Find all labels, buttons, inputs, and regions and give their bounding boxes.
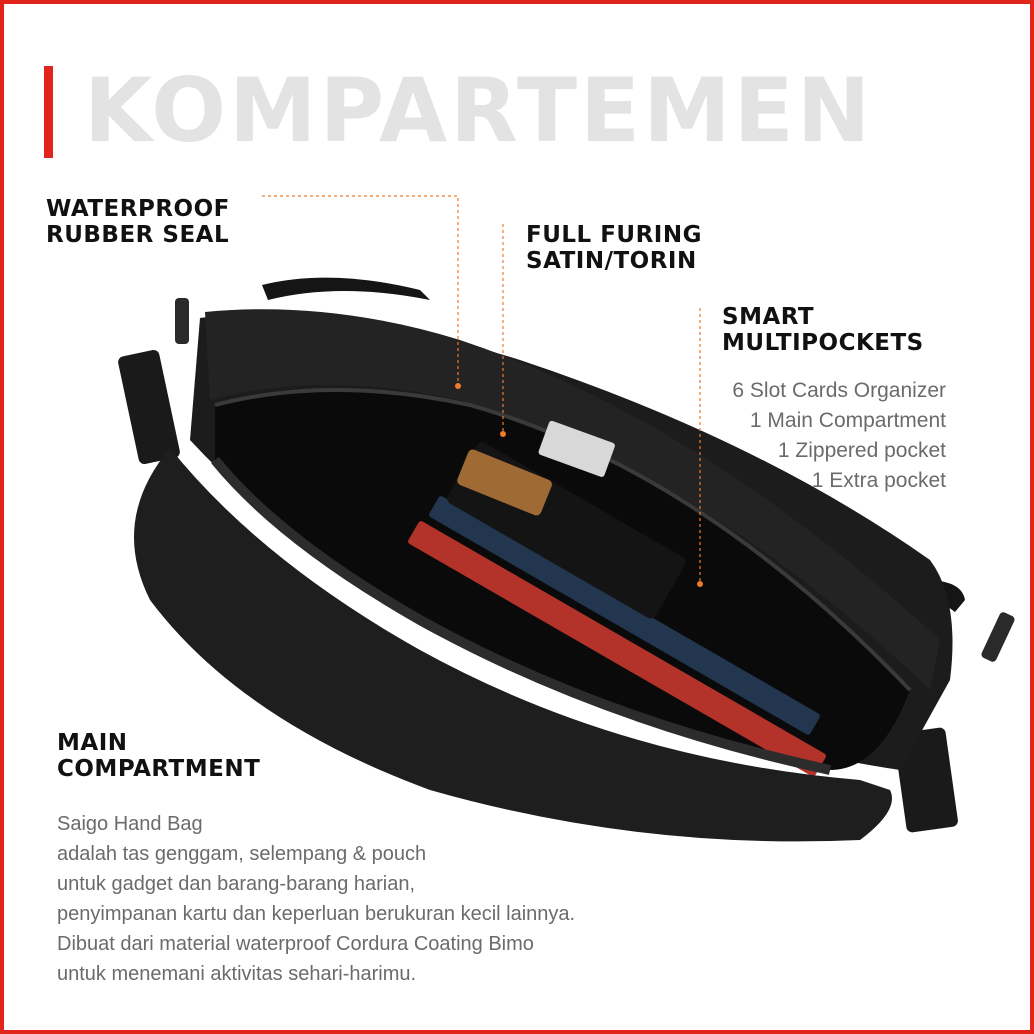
callout-smart: SMART MULTIPOCKETS bbox=[722, 304, 924, 356]
bag-front-edge bbox=[211, 456, 832, 775]
callout-furing-line2: SATIN/TORIN bbox=[526, 248, 697, 274]
leader-dot-waterproof bbox=[455, 383, 461, 389]
product-description: Saigo Hand Bag adalah tas genggam, selem… bbox=[57, 809, 575, 989]
title-accent-bar bbox=[44, 66, 53, 158]
card-tag bbox=[538, 420, 615, 477]
bag-strap bbox=[262, 277, 430, 300]
feature-item: 1 Zippered pocket bbox=[777, 439, 946, 462]
zipper-track-top bbox=[214, 388, 912, 692]
description-line: Saigo Hand Bag bbox=[57, 813, 203, 835]
callout-main-line1: MAIN bbox=[57, 730, 128, 756]
feature-item: 1 Main Compartment bbox=[749, 409, 946, 432]
callout-main-line2: COMPARTMENT bbox=[57, 756, 261, 782]
bag-side-tab-right bbox=[894, 727, 958, 833]
callout-waterproof-line2: RUBBER SEAL bbox=[46, 222, 230, 248]
description-line: untuk gadget dan barang-barang harian, bbox=[57, 873, 416, 895]
description-line: Dibuat dari material waterproof Cordura … bbox=[57, 933, 534, 955]
description-line: penyimpanan kartu dan keperluan berukura… bbox=[57, 903, 576, 925]
leather-item bbox=[457, 449, 552, 516]
blue-notebook bbox=[429, 496, 820, 735]
callout-furing: FULL FURING SATIN/TORIN bbox=[526, 222, 702, 274]
callout-smart-line2: MULTIPOCKETS bbox=[722, 330, 924, 356]
leader-dot-smart bbox=[697, 581, 703, 587]
feature-item: 6 Slot Cards Organizer bbox=[732, 379, 946, 402]
bag-side-tab-left bbox=[118, 349, 180, 465]
callout-smart-line1: SMART bbox=[722, 304, 815, 330]
bag-top-flap bbox=[205, 309, 940, 690]
callout-waterproof-line1: WATERPROOF bbox=[46, 196, 230, 222]
callout-furing-line1: FULL FURING bbox=[526, 222, 702, 248]
page-title: KOMPARTEMEN bbox=[84, 59, 874, 162]
description-line: adalah tas genggam, selempang & pouch bbox=[57, 843, 427, 865]
callout-main: MAIN COMPARTMENT bbox=[57, 730, 260, 782]
red-notebook bbox=[408, 521, 826, 777]
feature-item: 1 Extra pocket bbox=[811, 469, 946, 492]
smart-features-list: 6 Slot Cards Organizer 1 Main Compartmen… bbox=[732, 376, 946, 496]
zipper-pull-right bbox=[981, 612, 1015, 662]
leader-dot-furing bbox=[500, 431, 506, 437]
description-line: untuk menemani aktivitas sehari-harimu. bbox=[57, 963, 417, 985]
callout-waterproof: WATERPROOF RUBBER SEAL bbox=[46, 196, 230, 248]
zipper-pull-left bbox=[175, 298, 189, 344]
bag-body-front bbox=[134, 448, 892, 842]
